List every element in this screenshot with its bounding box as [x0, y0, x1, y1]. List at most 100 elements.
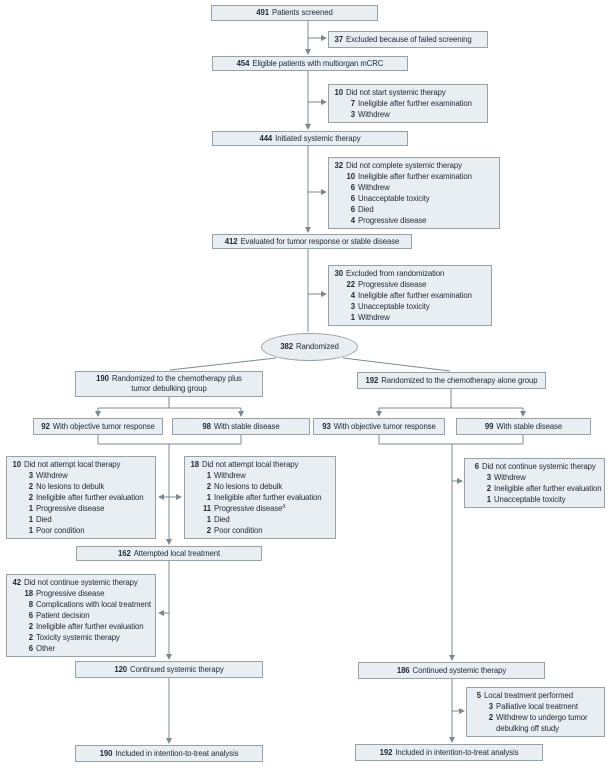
item-label-text: Did not start systemic therapy [346, 88, 446, 97]
count-value: 186 [396, 665, 410, 675]
item-label: Palliative local treatment [496, 701, 601, 712]
item-label-text: Withdrew [358, 313, 390, 322]
item-label-text: Poor condition [214, 526, 263, 535]
item-label-text: Patient decision [36, 611, 90, 620]
item-label: No lesions to debulk [36, 481, 152, 492]
count-value: 3 [486, 473, 491, 482]
item-label: Poor condition [36, 525, 152, 536]
item-label-text: Ineligible after further evaluation [36, 493, 144, 502]
node-label: Patients screened [272, 8, 333, 17]
item-label: No lesions to debulk [214, 481, 332, 492]
item-label-text: Unacceptable toxicity [358, 302, 430, 311]
count-value: 7 [350, 99, 355, 108]
item-label-text: Did not attempt local therapy [24, 460, 121, 469]
count-value: 1 [206, 471, 211, 480]
count-value: 8 [28, 600, 33, 609]
count-value: 6 [350, 205, 355, 214]
item-label-text: Local treatment performed [484, 691, 573, 700]
count-value: 3 [488, 702, 493, 711]
count-value: 1 [350, 313, 355, 322]
count-value: 192 [365, 375, 379, 385]
item-label-text: Unacceptable toxicity [358, 194, 430, 203]
item-label: Did not continue systemic therapy [482, 461, 601, 472]
item-label: Progressive diseasea [214, 503, 332, 514]
item-label-text: Did not attempt local therapy [202, 460, 299, 469]
item-label-text: Progressive disease [36, 589, 105, 598]
count-value: 162 [117, 548, 131, 558]
count-value: 92 [41, 421, 50, 431]
item-label-text: Progressive disease [358, 280, 427, 289]
count-value: 2 [486, 484, 491, 493]
node-label: Attempted local treatment [133, 548, 221, 558]
node-label: With objective tumor response [333, 421, 436, 431]
count-value: 120 [114, 664, 128, 674]
item-label-text: Poor condition [36, 526, 85, 535]
item-label: Other [36, 643, 152, 654]
item-label: Progressive disease [36, 503, 152, 514]
count-value: 454 [236, 58, 250, 68]
item-label-text: Died [36, 515, 52, 524]
item-label-text: Ineligible after further evaluation [494, 484, 602, 493]
node-label: Eligible patients with multiorgan mCRC [252, 58, 384, 68]
item-label: Excluded from randomization [346, 268, 488, 279]
item-label-text: Progressive disease [214, 504, 283, 513]
count-value: 1 [206, 515, 211, 524]
item-label-text: Ineligible after further examination [358, 172, 472, 181]
item-label-text: Other [36, 644, 55, 653]
count-value: 444 [259, 133, 273, 143]
item-label-text: Progressive disease [358, 216, 427, 225]
count-value: 2 [28, 482, 33, 491]
item-label-text: Withdrew [36, 471, 68, 480]
count-value: 99 [484, 421, 494, 431]
item-label: Did not attempt local therapy [202, 459, 332, 470]
node-label: Randomized [295, 342, 339, 351]
item-label: Unacceptable toxicity [494, 494, 601, 505]
count-value: 382 [280, 342, 293, 351]
item-label: Withdrew [494, 472, 601, 483]
count-value: 2 [206, 526, 211, 535]
count-value: 6 [350, 183, 355, 192]
item-label: Patient decision [36, 610, 152, 621]
count-value: 2 [488, 713, 493, 722]
count-value: 2 [28, 633, 33, 642]
item-label: Progressive disease [358, 279, 488, 290]
item-label-text: Excluded from randomization [346, 269, 445, 278]
count-value: 2 [28, 493, 33, 502]
count-value: 190 [96, 374, 109, 383]
item-label-text: Withdrew to undergo tumor debulking off … [496, 713, 588, 733]
count-value: 32 [334, 161, 344, 170]
